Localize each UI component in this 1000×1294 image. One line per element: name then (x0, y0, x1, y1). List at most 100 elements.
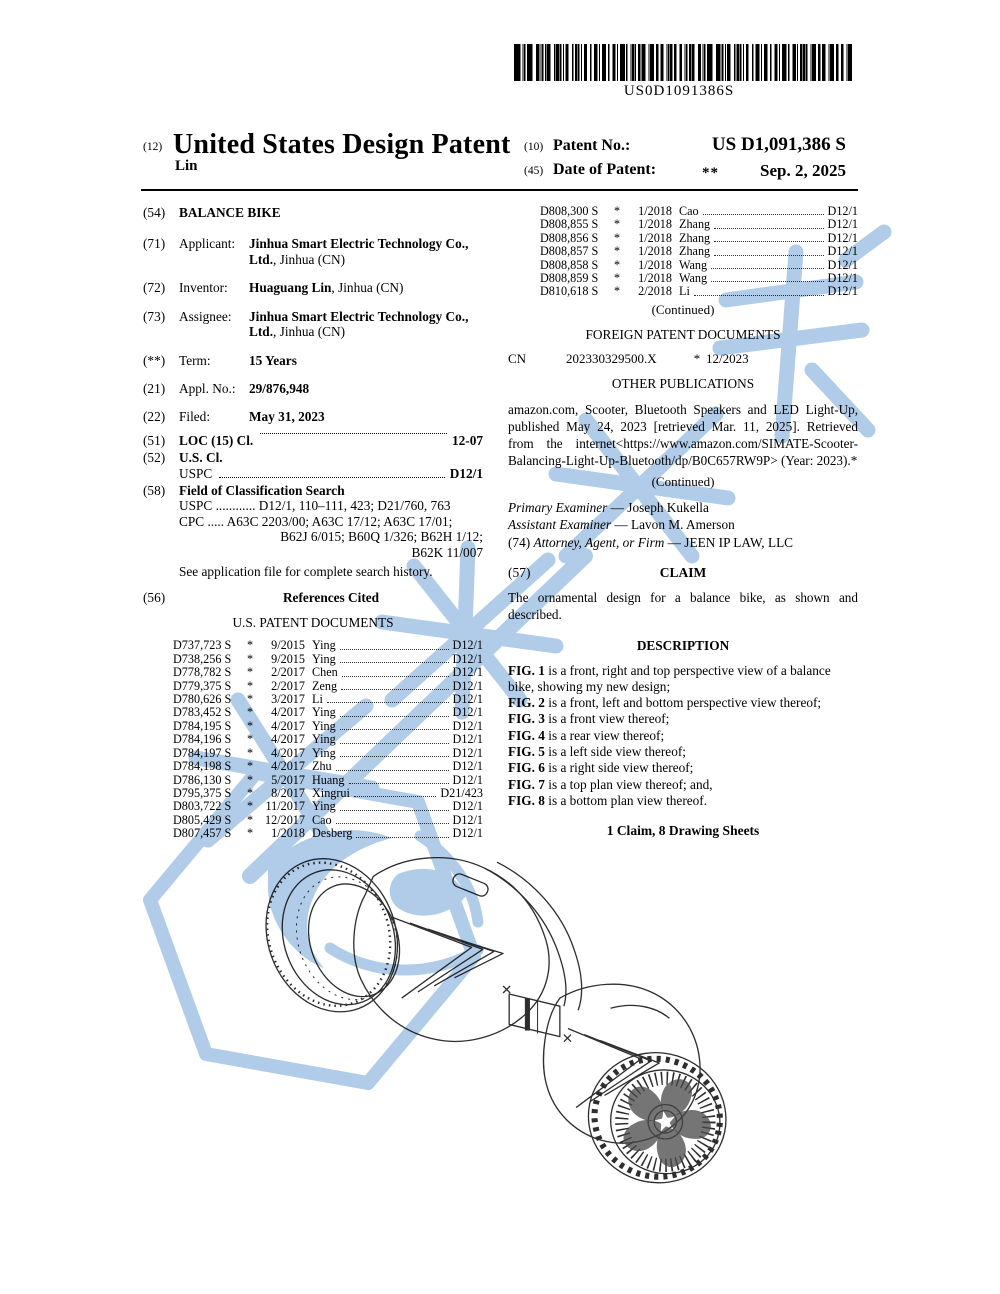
patent-date: 12/2017 (265, 812, 305, 827)
header-rule (141, 189, 858, 191)
field-tag: (21) (143, 380, 166, 396)
dot-leader (219, 466, 445, 479)
classification: D12/1 (827, 271, 858, 286)
patent-reference-row: D738,256 S * 9/2015 Ying D12/1 (173, 651, 483, 666)
examiner-label: Assistant Examiner (508, 517, 612, 533)
date-label: Date of Patent: (553, 161, 657, 178)
patentee-name: Huang (312, 772, 345, 787)
patent-number: D807,457 S (173, 826, 232, 841)
patentee-name: Ying (312, 718, 336, 733)
other-publication-citation: amazon.com, Scooter, Bluetooth Speakers … (508, 401, 858, 468)
patent-date: 4/2017 (271, 718, 305, 733)
figure-description-line: FIG. 8 is a bottom plan view thereof. (508, 793, 858, 809)
patent-date: 2/2017 (271, 678, 305, 693)
dot-leader (341, 689, 449, 691)
figure-description-list: FIG. 1 is a front, right and top perspec… (508, 663, 858, 810)
patent-date: 1/2018 (638, 244, 672, 259)
classification: D12/1 (452, 745, 483, 760)
cited-by-examiner-star: * (614, 204, 621, 218)
patent-number: D783,452 S (173, 705, 232, 720)
patent-list-right: D808,300 S * 1/2018 Cao D12/1 D808,855 S… (508, 204, 858, 299)
patent-date: 1/2018 (638, 271, 672, 286)
uspc-value: D12/1 (449, 465, 483, 481)
patent-number: D808,856 S (540, 230, 599, 245)
patentee-name: Zhang (679, 217, 711, 232)
patent-number: D737,723 S (173, 638, 232, 653)
figure-text: is a front view thereof; (544, 711, 670, 727)
figure-number: FIG. 6 (508, 760, 545, 776)
field-search-label: Field of Classification Search (179, 483, 345, 499)
cited-by-examiner-star: * (614, 217, 621, 232)
patent-reference-row: D808,856 S * 1/2018 Zhang D12/1 (540, 230, 858, 245)
field-inventor: (72) Inventor: Huaguang Lin, Jinhua (CN) (143, 280, 483, 295)
figure-description-line: FIG. 5 is a left side view thereof; (508, 744, 858, 760)
classification: D12/1 (452, 812, 483, 827)
patent-number: D786,130 S (173, 772, 232, 787)
patent-reference-row: D778,782 S * 2/2017 Chen D12/1 (173, 665, 483, 680)
cited-by-examiner-star: * (247, 651, 254, 666)
cited-by-examiner-star: * (693, 351, 701, 367)
field-tag: (51) (143, 432, 166, 448)
field-us-class: (52) U.S. Cl. USPC D12/1 (143, 450, 483, 481)
classification: D12/1 (452, 799, 483, 814)
patent-date: 9/2015 (271, 638, 305, 653)
applicant-location: , Jinhua (CN) (273, 251, 346, 267)
assistant-examiner-line: Assistant Examiner — Lavon M. Amerson (508, 516, 858, 534)
patentee-name: Xingrui (312, 785, 350, 800)
classification: D21/423 (440, 785, 483, 800)
patent-reference-row: D807,457 S * 1/2018 Desberg D12/1 (173, 826, 483, 841)
patent-number: D808,857 S (540, 244, 599, 259)
right-column: D808,300 S * 1/2018 Cao D12/1 D808,855 S… (508, 204, 858, 839)
references-heading: References Cited (282, 589, 380, 605)
patentee-name: Ying (312, 745, 336, 760)
cited-by-examiner-star: * (247, 718, 254, 733)
primary-examiner-line: Primary Examiner — Joseph Kukella (508, 499, 858, 517)
patent-date: 1/2018 (638, 230, 672, 245)
figure-text: is a right side view thereof; (544, 760, 694, 776)
claim-text: The ornamental design for a balance bike… (508, 590, 858, 623)
patent-number: D808,858 S (540, 257, 599, 272)
dot-leader (702, 214, 824, 216)
patent-date-row: (45) Date of Patent: ** Sep. 2, 2025 (524, 161, 846, 181)
patent-reference-row: D784,197 S * 4/2017 Ying D12/1 (173, 745, 483, 760)
term-value: 15 Years (249, 352, 297, 368)
classification: D12/1 (827, 244, 858, 259)
cited-by-examiner-star: * (247, 772, 254, 787)
figure-description-line: FIG. 7 is a top plan view thereof; and, (508, 777, 858, 793)
dot-leader (335, 769, 449, 771)
figure-description-line: FIG. 6 is a right side view thereof; (508, 760, 858, 776)
cited-by-examiner-star: * (247, 665, 254, 680)
dot-leader (339, 809, 449, 811)
cited-by-examiner-star: * (247, 812, 254, 827)
dot-leader (339, 729, 449, 731)
classification: D12/1 (452, 732, 483, 747)
figure-text: is a front, right and top perspective vi… (508, 662, 831, 694)
field-search-uspc: USPC ............ D12/1, 110–111, 423; D… (179, 498, 451, 514)
cited-by-examiner-star: * (247, 799, 254, 814)
dot-leader (714, 254, 824, 256)
patent-reference-row: D795,375 S * 8/2017 Xingrui D21/423 (173, 785, 483, 800)
attorney-line: (74) Attorney, Agent, or Firm — JEEN IP … (508, 534, 858, 552)
document-title: United States Design Patent (173, 129, 511, 160)
patent-number: D779,375 S (173, 678, 232, 693)
patent-reference-row: D780,626 S * 3/2017 Li D12/1 (173, 692, 483, 707)
left-column: (54) BALANCE BIKE (71) Applicant: Jinhua… (143, 205, 483, 841)
figure-description-line: FIG. 2 is a front, left and bottom persp… (508, 695, 858, 711)
patent-no-label: Patent No.: (553, 137, 631, 154)
us-patent-documents-heading: U.S. PATENT DOCUMENTS (232, 615, 394, 631)
classification: D12/1 (452, 718, 483, 733)
patent-reference-row: D808,859 S * 1/2018 Wang D12/1 (540, 271, 858, 286)
dot-leader (711, 268, 824, 270)
other-publications-heading: OTHER PUBLICATIONS (611, 376, 755, 392)
patent-number: D784,197 S (173, 745, 232, 760)
patent-reference-row: D784,196 S * 4/2017 Ying D12/1 (173, 732, 483, 747)
classification: D12/1 (452, 638, 483, 653)
patentee-name: Wang (679, 257, 708, 272)
examiner-label: Primary Examiner (508, 499, 608, 515)
patentee-name: Li (312, 692, 323, 707)
classification: D12/1 (827, 257, 858, 272)
dot-leader (339, 648, 449, 650)
field-tag: (22) (143, 409, 166, 425)
continued-note: (Continued) (651, 301, 715, 317)
attorney-label: Attorney, Agent, or Firm (533, 534, 665, 550)
